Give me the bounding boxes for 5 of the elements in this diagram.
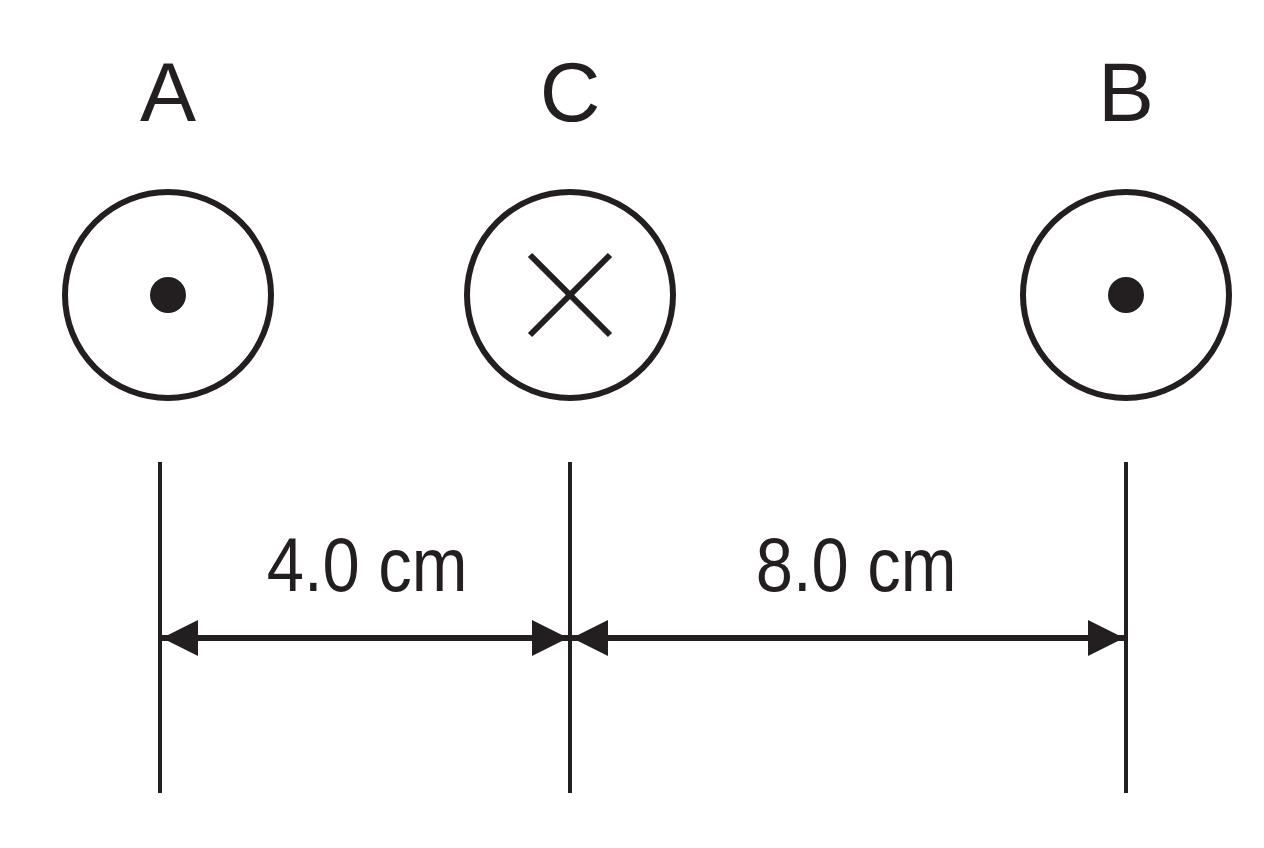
dimension-label: 4.0 cm — [266, 525, 468, 605]
point-label: B — [1097, 50, 1155, 134]
point-label: C — [538, 50, 602, 134]
point-label: A — [139, 50, 197, 134]
dimension-label: 8.0 cm — [755, 525, 957, 605]
